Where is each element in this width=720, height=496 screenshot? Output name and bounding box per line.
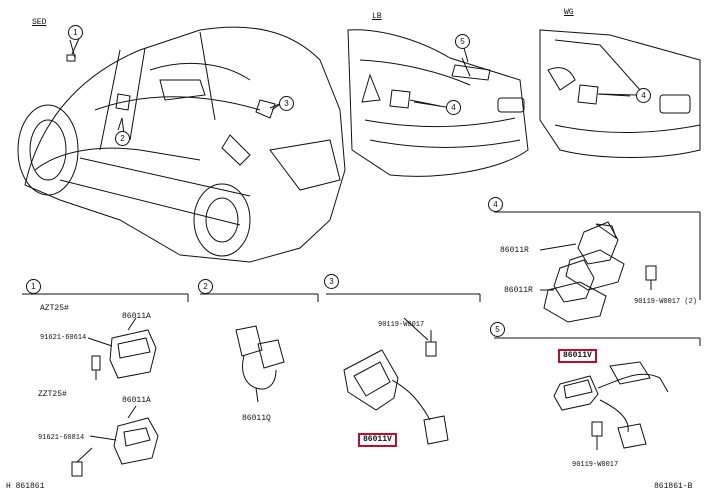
callout-3-sed: 3 [279, 96, 294, 111]
group1-bolt-a-number[interactable]: 91621-60614 [40, 334, 87, 342]
group4-part-lower-number[interactable]: 86011R [504, 286, 533, 295]
callout-2-group: 2 [198, 279, 213, 294]
callout-3-group: 3 [324, 274, 339, 289]
group4-screw-number[interactable]: 90119-W0017 (2) [634, 298, 698, 306]
group3-screw-number[interactable]: 90119-W0017 [378, 321, 425, 329]
group3-part-number-highlighted[interactable]: 86011V [358, 433, 397, 447]
liftback-car-view [348, 30, 528, 176]
callout-5-lb: 5 [455, 34, 470, 49]
group4-assembly [494, 212, 700, 322]
callout-1-sed: 1 [68, 25, 83, 40]
footer-left-id: H 861861 [6, 482, 45, 491]
group2-part-number[interactable]: 86011Q [242, 414, 271, 423]
view-label-wg: WG [564, 8, 574, 17]
callout-leaders [72, 32, 638, 134]
group5-part-number-highlighted[interactable]: 86011V [558, 349, 597, 363]
view-label-lb: LB [372, 12, 382, 21]
callout-5-group: 5 [490, 322, 505, 337]
group4-part-upper-number[interactable]: 86011R [500, 246, 529, 255]
group3-assembly [326, 294, 480, 444]
footer-right-id: 861861-B [654, 482, 693, 491]
group1-variant-b-label: ZZT25# [38, 390, 67, 399]
callout-4-lb: 4 [446, 100, 461, 115]
sedan-car-view [18, 27, 345, 262]
group1-bolt-b-number[interactable]: 91621-60814 [38, 434, 85, 442]
callout-4-wg: 4 [636, 88, 651, 103]
callout-2-sed: 2 [115, 131, 130, 146]
group1-part-a-number[interactable]: 86011A [122, 312, 151, 321]
callout-1-group: 1 [26, 279, 41, 294]
group5-screw-number[interactable]: 90119-W0017 [572, 461, 619, 469]
wagon-car-view [540, 30, 700, 158]
group1-variant-a-label: AZT25# [40, 304, 69, 313]
group1-assembly [22, 294, 188, 476]
callout-4-group: 4 [488, 197, 503, 212]
view-label-sed: SED [32, 18, 47, 27]
group5-assembly [494, 338, 700, 450]
group2-assembly [200, 294, 318, 402]
group1-part-b-number[interactable]: 86011A [122, 396, 151, 405]
